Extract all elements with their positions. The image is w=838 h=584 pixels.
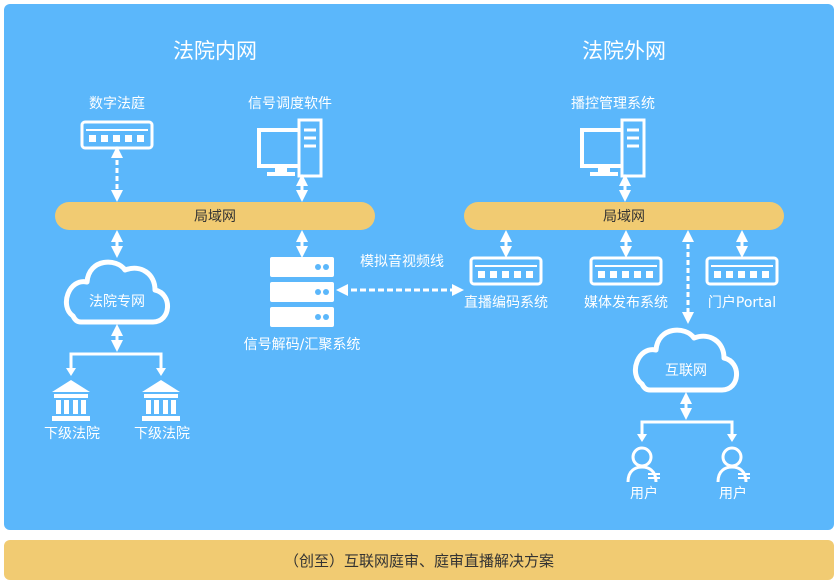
lan-bar-left	[55, 202, 375, 230]
outer-network-title: 法院外网	[582, 39, 666, 63]
lower-court-label-2: 下级法院	[134, 426, 190, 442]
av-line-label: 模拟音视频线	[360, 253, 444, 270]
court-private-net-label: 法院专网	[89, 294, 145, 310]
arrow-head	[66, 368, 76, 376]
footer-banner: （创至）互联网庭审、庭审直播解决方案	[4, 540, 834, 580]
user-icon	[626, 446, 662, 484]
switch-icon	[80, 120, 154, 150]
cloud-icon	[635, 330, 736, 390]
lan-bar-right	[464, 202, 784, 230]
inner-network-title: 法院内网	[173, 39, 257, 63]
switch-icon	[469, 256, 543, 286]
decode-system-label: 信号解码/汇聚系统	[244, 337, 361, 353]
switch-icon	[705, 256, 779, 286]
switch-icon	[589, 256, 663, 286]
user-icon	[716, 446, 752, 484]
tree-connector	[69, 352, 163, 368]
digital-court-label: 数字法庭	[89, 95, 145, 112]
live-encode-label: 直播编码系统	[464, 294, 548, 311]
computer-icon	[580, 118, 646, 178]
tree-connector	[640, 420, 734, 434]
arrow-head	[637, 434, 647, 442]
server-icon	[270, 257, 334, 327]
broadcast-control-label: 播控管理系统	[571, 96, 655, 112]
footer-title: （创至）互联网庭审、庭审直播解决方案	[283, 551, 554, 570]
court-building-icon	[142, 380, 180, 421]
diagram-panel	[4, 4, 834, 530]
cloud-icon	[66, 262, 167, 322]
arrow-head	[156, 368, 166, 376]
dispatch-software-label: 信号调度软件	[248, 96, 332, 112]
media-publish-label: 媒体发布系统	[584, 295, 668, 311]
computer-icon	[257, 118, 323, 178]
arrow-head	[727, 434, 737, 442]
lan-left-label: 局域网	[194, 209, 236, 225]
user-label-2: 用户	[719, 485, 747, 502]
court-building-icon	[52, 380, 90, 421]
user-label-1: 用户	[630, 485, 658, 502]
lan-right-label: 局域网	[603, 209, 645, 225]
lower-court-label-1: 下级法院	[44, 426, 100, 442]
portal-label: 门户Portal	[708, 294, 776, 311]
internet-label: 互联网	[665, 363, 707, 379]
network-diagram: 法院内网 法院外网 数字法庭 信号调度软件 播控管理系统 局域网 局域网 法院专…	[44, 39, 784, 502]
